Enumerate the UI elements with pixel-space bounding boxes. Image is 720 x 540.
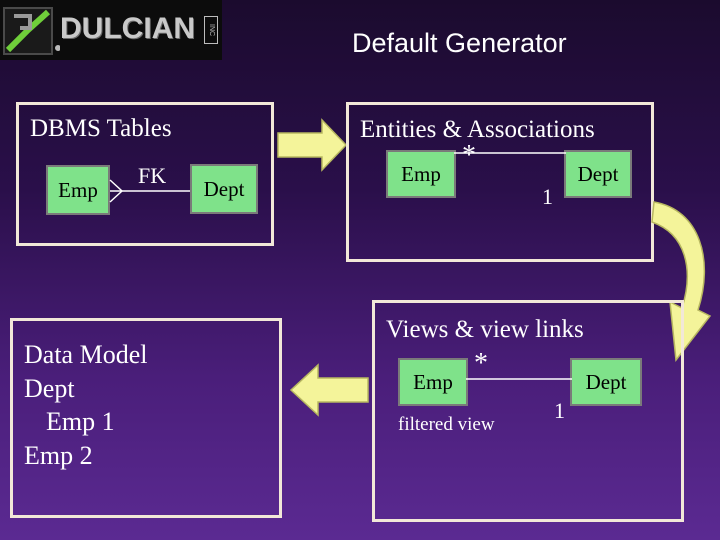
data-model-title: Data Model (24, 340, 148, 369)
dbms-tables-panel (16, 102, 274, 246)
view-many-cardinality: * (474, 348, 488, 379)
page-title: Default Generator (352, 28, 567, 58)
association-line (454, 152, 566, 154)
data-model-emp-1: Emp 1 (46, 407, 115, 436)
entities-panel (346, 102, 654, 262)
arrow-left-icon (289, 363, 369, 417)
fk-label: FK (138, 163, 167, 188)
data-model-panel (10, 318, 282, 518)
view-emp: Emp (398, 358, 468, 406)
views-panel (372, 300, 684, 522)
dulcian-logo-icon (3, 7, 60, 55)
dbms-tables-label: DBMS Tables (30, 115, 172, 142)
views-label: Views & view links (386, 316, 584, 343)
logo-text: DULCIAN (60, 12, 195, 45)
logo: DULCIAN INC (0, 0, 222, 60)
data-model-emp-2: Emp 2 (24, 441, 93, 470)
fk-connector (109, 179, 190, 203)
arrow-right-icon (277, 118, 348, 172)
view-one-cardinality: 1 (554, 398, 565, 423)
filtered-view-caption: filtered view (398, 414, 495, 435)
dbms-dept-table: Dept (190, 164, 258, 214)
view-dept: Dept (570, 358, 642, 406)
entities-label: Entities & Associations (360, 116, 595, 143)
data-model-dept: Dept (24, 374, 75, 403)
dbms-emp-table: Emp (46, 165, 110, 215)
curved-arrow-icon (651, 201, 712, 362)
entity-one-cardinality: 1 (542, 184, 553, 209)
view-link-line (466, 378, 572, 380)
entity-dept: Dept (564, 150, 632, 198)
entity-emp: Emp (386, 150, 456, 198)
logo-suffix: INC (204, 16, 218, 44)
entity-many-cardinality: * (462, 140, 476, 171)
